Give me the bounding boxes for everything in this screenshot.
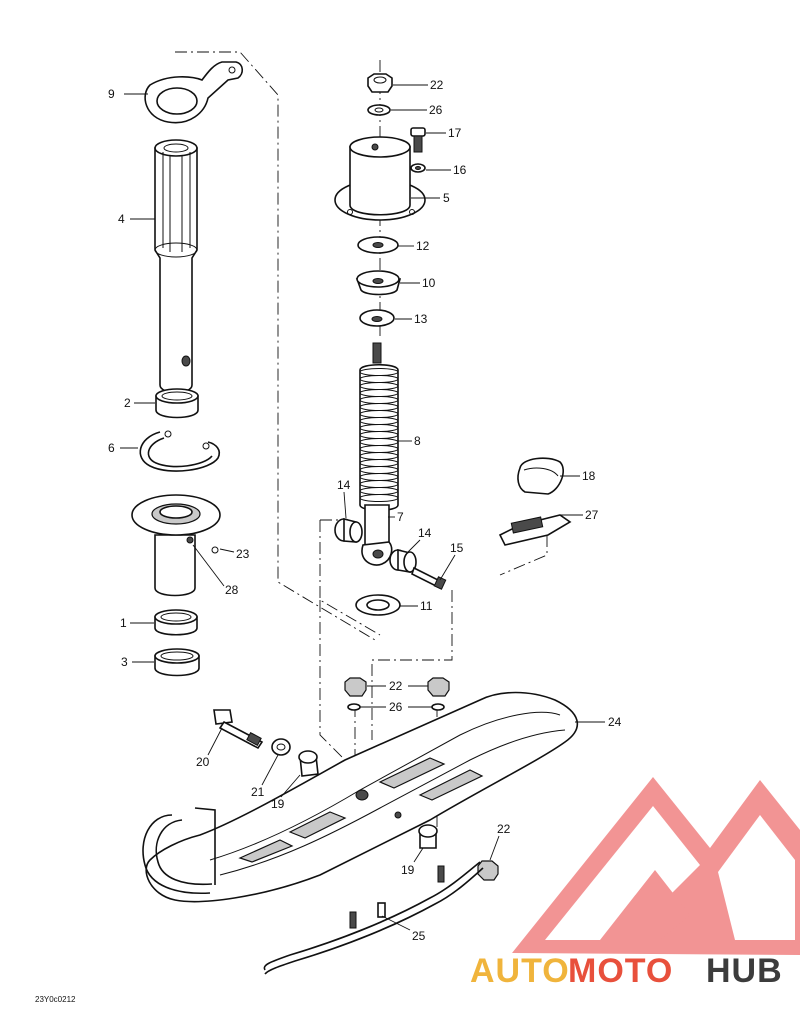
part-4-spindle-tube <box>154 139 198 394</box>
callout-14-left: 14 <box>337 478 351 492</box>
part-10-cup-washer <box>355 270 402 296</box>
part-14-bushing-left <box>334 517 363 543</box>
callout-16: 16 <box>453 163 467 177</box>
part-26-washer-right <box>431 703 445 711</box>
part-15-bolt <box>411 566 447 590</box>
callout-6: 6 <box>108 441 115 455</box>
drawing-code: 23Y0c0212 <box>35 995 76 1004</box>
callout-28: 28 <box>225 583 239 597</box>
part-25-carbide-runner <box>263 861 484 975</box>
part-26-washer-left <box>347 703 361 711</box>
callout-22-top: 22 <box>430 78 444 92</box>
spring-coil <box>359 494 399 502</box>
callout-7: 7 <box>397 510 404 524</box>
part-26-washer-top <box>367 104 391 116</box>
callout-14-right: 14 <box>418 526 432 540</box>
watermark-text: AUTO MOTO HUB <box>470 952 783 990</box>
callout-20: 20 <box>196 755 210 769</box>
watermark-logo <box>512 777 800 955</box>
part-6-circlip <box>139 430 221 472</box>
callout-3: 3 <box>121 655 128 669</box>
callout-labels: 9 4 2 6 23 28 1 3 22 26 17 16 5 12 10 13… <box>108 78 622 943</box>
callout-13: 13 <box>414 312 428 326</box>
part-11-washer <box>355 594 401 616</box>
part-20-bolt <box>213 709 264 750</box>
callout-27: 27 <box>585 508 599 522</box>
callout-21: 21 <box>251 785 265 799</box>
part-5-shock-upper-housing <box>334 136 426 221</box>
part-12-washer <box>357 236 399 254</box>
part-14-bushing-right <box>389 548 417 573</box>
part-17-screw <box>410 127 426 153</box>
part-18-ski-cover <box>517 457 564 495</box>
part-22-nut-lower <box>477 860 499 881</box>
part-13-washer <box>359 309 395 327</box>
callout-17: 17 <box>448 126 462 140</box>
callout-5: 5 <box>443 191 450 205</box>
part-16-lock-washer <box>410 163 426 173</box>
part-21-washer <box>271 738 291 756</box>
callout-26-mid: 26 <box>389 700 403 714</box>
callout-8: 8 <box>414 434 421 448</box>
part-9-spanner-wrench <box>144 61 244 124</box>
callout-25: 25 <box>412 929 426 943</box>
watermark-word-moto: MOTO <box>568 952 673 990</box>
callout-24: 24 <box>608 715 622 729</box>
part-24-ski <box>142 691 579 903</box>
callout-10: 10 <box>422 276 436 290</box>
callout-22-mid: 22 <box>389 679 403 693</box>
watermark-word-hub: HUB <box>706 952 783 990</box>
callout-1: 1 <box>120 616 127 630</box>
part-2-bushing <box>155 388 199 419</box>
callout-4: 4 <box>118 212 125 226</box>
callout-19-right: 19 <box>401 863 415 877</box>
part-1-bushing <box>154 609 198 636</box>
callout-23: 23 <box>236 547 250 561</box>
part-22-nut-right <box>427 677 450 697</box>
part-22-nut-left <box>344 677 367 697</box>
callout-22-lower: 22 <box>497 822 511 836</box>
callout-19-left: 19 <box>271 797 285 811</box>
part-19-bushing-right <box>418 824 438 849</box>
callout-15: 15 <box>450 541 464 555</box>
callout-leaders <box>120 84 605 931</box>
callout-12: 12 <box>416 239 430 253</box>
part-22-nut-top <box>367 73 393 93</box>
part-19-bushing-left <box>298 750 319 777</box>
part-3-bushing <box>154 648 200 677</box>
part-28-spindle-housing <box>131 494 221 597</box>
callout-9: 9 <box>108 87 115 101</box>
callout-18: 18 <box>582 469 596 483</box>
part-8-shock-absorber <box>359 342 399 566</box>
part-27-runner-guard <box>498 514 572 546</box>
callout-11: 11 <box>420 599 433 613</box>
watermark-word-auto: AUTO <box>470 952 570 990</box>
callout-26-top: 26 <box>429 103 443 117</box>
callout-2: 2 <box>124 396 131 410</box>
